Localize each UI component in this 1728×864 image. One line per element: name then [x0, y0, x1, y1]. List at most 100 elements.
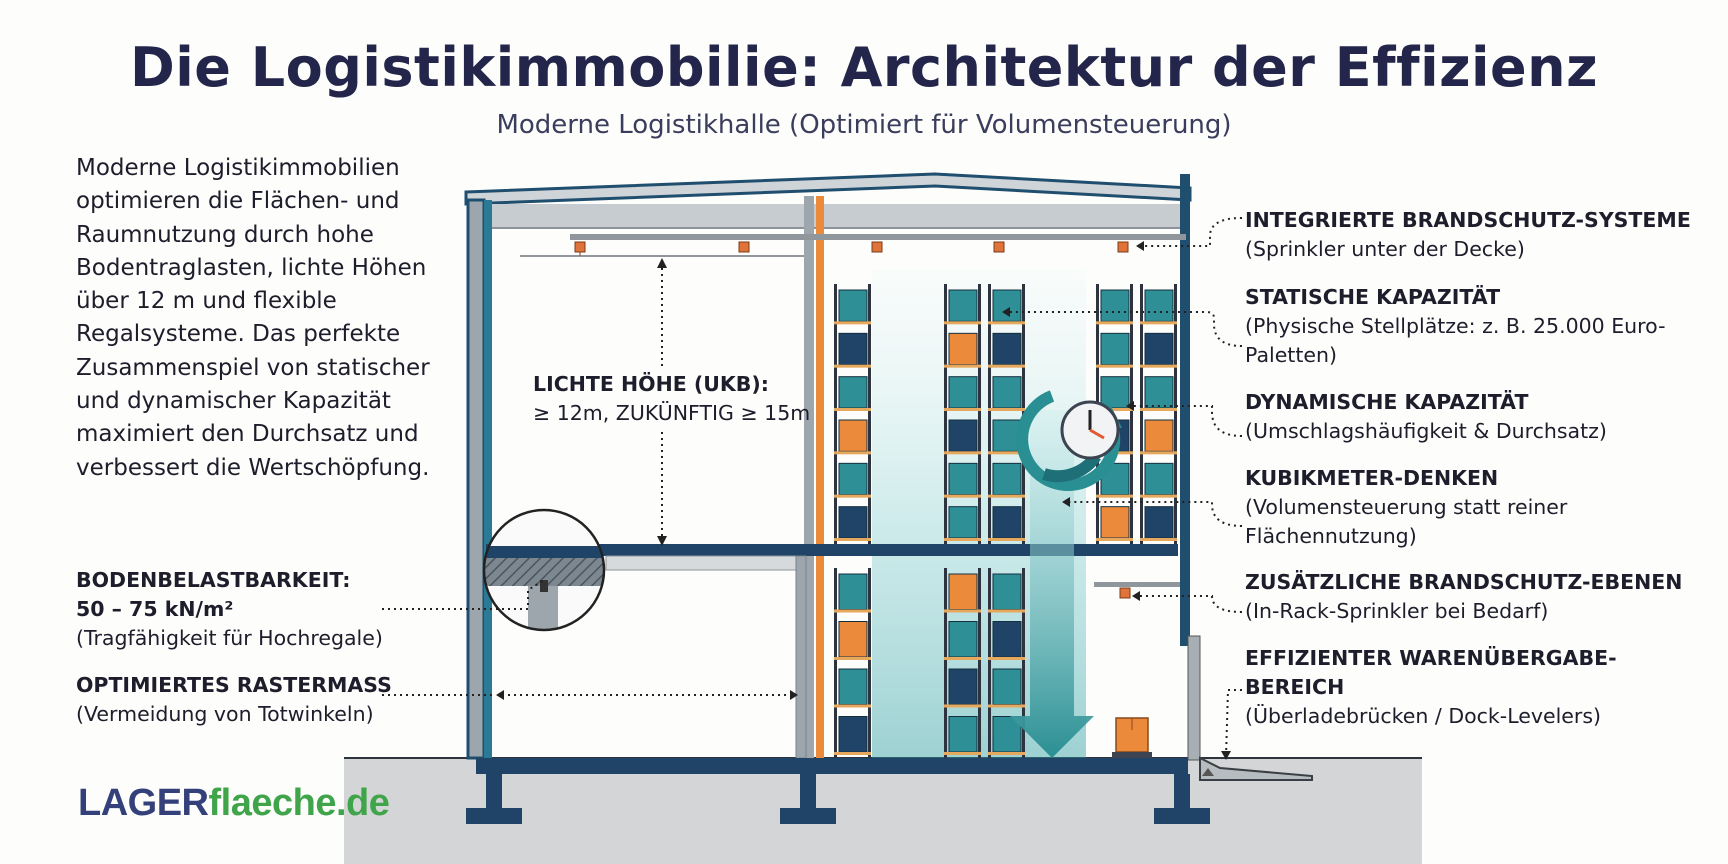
- pallet: [948, 621, 978, 658]
- pallet: [1100, 506, 1130, 539]
- rack-beam: [1096, 321, 1133, 325]
- rack-beam: [834, 752, 871, 755]
- label-fire-protection-title: INTEGRIERTE BRANDSCHUTZ-SYSTEME: [1245, 208, 1691, 232]
- intro-paragraph: Moderne Logistikimmobilien optimieren di…: [76, 155, 430, 481]
- label-goods-transfer-desc: (Überladebrücken / Dock-Levelers): [1245, 704, 1602, 728]
- label-grid: OPTIMIERTES RASTERMASS (Vermeidung von T…: [76, 671, 392, 729]
- down-arrow-icon: [1010, 410, 1094, 758]
- rack-beam: [834, 451, 871, 455]
- label-static-capacity-desc: (Physische Stellplätze: z. B. 25.000 Eur…: [1245, 314, 1666, 338]
- rack-upright: [868, 568, 871, 758]
- pallet: [948, 462, 978, 496]
- clock-cycle-icon: [1016, 390, 1122, 492]
- rack-beam: [944, 451, 981, 455]
- pallet: [1144, 289, 1174, 322]
- right-wall: [1180, 174, 1190, 646]
- rack-beam: [1140, 494, 1177, 498]
- pallet: [1144, 332, 1174, 366]
- pallet: [992, 462, 1022, 496]
- label-static-capacity-title: STATISCHE KAPAZITÄT: [1245, 285, 1501, 309]
- pallet: [1100, 289, 1130, 322]
- in-rack-sprinkler-icon: [1119, 587, 1131, 599]
- pallet: [948, 716, 978, 753]
- pallet: [1144, 376, 1174, 409]
- page-title: Die Logistikimmobilie: Architektur der E…: [129, 36, 1599, 99]
- rack-beam: [1096, 408, 1133, 411]
- logo-part-lager: LAGER: [78, 782, 209, 824]
- label-dynamic-capacity-desc: (Umschlagshäufigkeit & Durchsatz): [1245, 419, 1607, 443]
- pallet: [948, 289, 978, 322]
- rack-beam: [1140, 408, 1177, 411]
- rack-beam: [834, 609, 871, 613]
- label-floor-load-value: 50 – 75 kN/m²: [76, 597, 234, 621]
- rack-beam: [834, 408, 871, 411]
- rack-beam: [834, 538, 871, 541]
- pallet: [1144, 462, 1174, 496]
- brand-logo[interactable]: LAGERflaeche.de: [78, 782, 390, 825]
- floor-slab: [476, 758, 1188, 774]
- pallet: [948, 668, 978, 705]
- label-clear-height: LICHTE HÖHE (UKB): ≥ 12m, ZUKÜNFTIG ≥ 15…: [533, 370, 810, 428]
- mezzanine-floor: [486, 544, 1178, 556]
- label-floor-load: BODENBELASTBARKEIT: 50 – 75 kN/m² (Tragf…: [76, 566, 383, 653]
- rack-upright: [978, 568, 981, 758]
- label-extra-fire-levels-title: ZUSÄTZLICHE BRANDSCHUTZ-EBENEN: [1245, 570, 1683, 594]
- rack-upright: [978, 284, 981, 544]
- rack-beam: [944, 704, 981, 708]
- rack-beam: [834, 494, 871, 498]
- rack-upright: [834, 568, 837, 758]
- label-clear-height-title: LICHTE HÖHE (UKB):: [533, 372, 769, 396]
- pallet: [948, 332, 978, 366]
- left-wall: [466, 198, 486, 760]
- pallet: [1100, 376, 1130, 409]
- rack-upright: [944, 568, 947, 758]
- pallet: [992, 668, 1022, 705]
- rack-beam: [944, 408, 981, 411]
- pallet: [992, 621, 1022, 658]
- pallet: [992, 573, 1022, 610]
- rack-beam: [1096, 538, 1133, 541]
- rack-beam: [1096, 494, 1133, 498]
- sprinkler-riser: [816, 196, 824, 758]
- rack-beam: [988, 752, 1025, 755]
- label-extra-fire-levels: ZUSÄTZLICHE BRANDSCHUTZ-EBENEN (In-Rack-…: [1245, 568, 1682, 626]
- leader-lines: [382, 217, 1243, 757]
- floor-load-detail-magnifier: [482, 508, 606, 632]
- pallet: [1144, 419, 1174, 452]
- pallet-box-icon: [1112, 717, 1152, 758]
- pallet: [838, 289, 868, 322]
- label-cubic-meter-desc2: Flächennutzung): [1245, 524, 1417, 548]
- rack-beam: [988, 538, 1025, 541]
- label-cubic-meter-desc: (Volumensteuerung statt reiner: [1245, 495, 1568, 519]
- label-goods-transfer-title2: BEREICH: [1245, 675, 1345, 699]
- label-goods-transfer: EFFIZIENTER WARENÜBERGABE- BEREICH (Über…: [1245, 644, 1617, 731]
- rack-beam: [944, 538, 981, 541]
- label-static-capacity-desc2: Paletten): [1245, 343, 1337, 367]
- rack-beam: [988, 451, 1025, 455]
- rack-beam: [944, 752, 981, 755]
- rack-upright: [1174, 284, 1177, 544]
- label-goods-transfer-title: EFFIZIENTER WARENÜBERGABE-: [1245, 646, 1617, 670]
- rack-beam: [988, 609, 1025, 613]
- pallet: [838, 506, 868, 539]
- label-grid-title: OPTIMIERTES RASTERMASS: [76, 673, 392, 697]
- label-dynamic-capacity: DYNAMISCHE KAPAZITÄT (Umschlagshäufigkei…: [1245, 388, 1607, 446]
- rack-beam: [1096, 364, 1133, 368]
- leader-arrowheads: [496, 241, 1231, 760]
- rack-beam: [944, 609, 981, 613]
- label-grid-desc: (Vermeidung von Totwinkeln): [76, 702, 374, 726]
- rack-beam: [834, 657, 871, 660]
- foundations: [466, 774, 1210, 824]
- label-floor-load-title: BODENBELASTBARKEIT:: [76, 568, 351, 592]
- rack-beam: [1140, 321, 1177, 325]
- pallet: [992, 289, 1022, 322]
- rack-upright: [868, 284, 871, 544]
- rack-beam: [834, 364, 871, 368]
- page-subtitle: Moderne Logistikhalle (Optimiert für Vol…: [496, 110, 1232, 140]
- rack-beam: [944, 657, 981, 660]
- rack-beam: [1140, 364, 1177, 368]
- pallet: [948, 376, 978, 409]
- rack-beam: [988, 408, 1025, 411]
- dock-leveler: [1199, 756, 1313, 781]
